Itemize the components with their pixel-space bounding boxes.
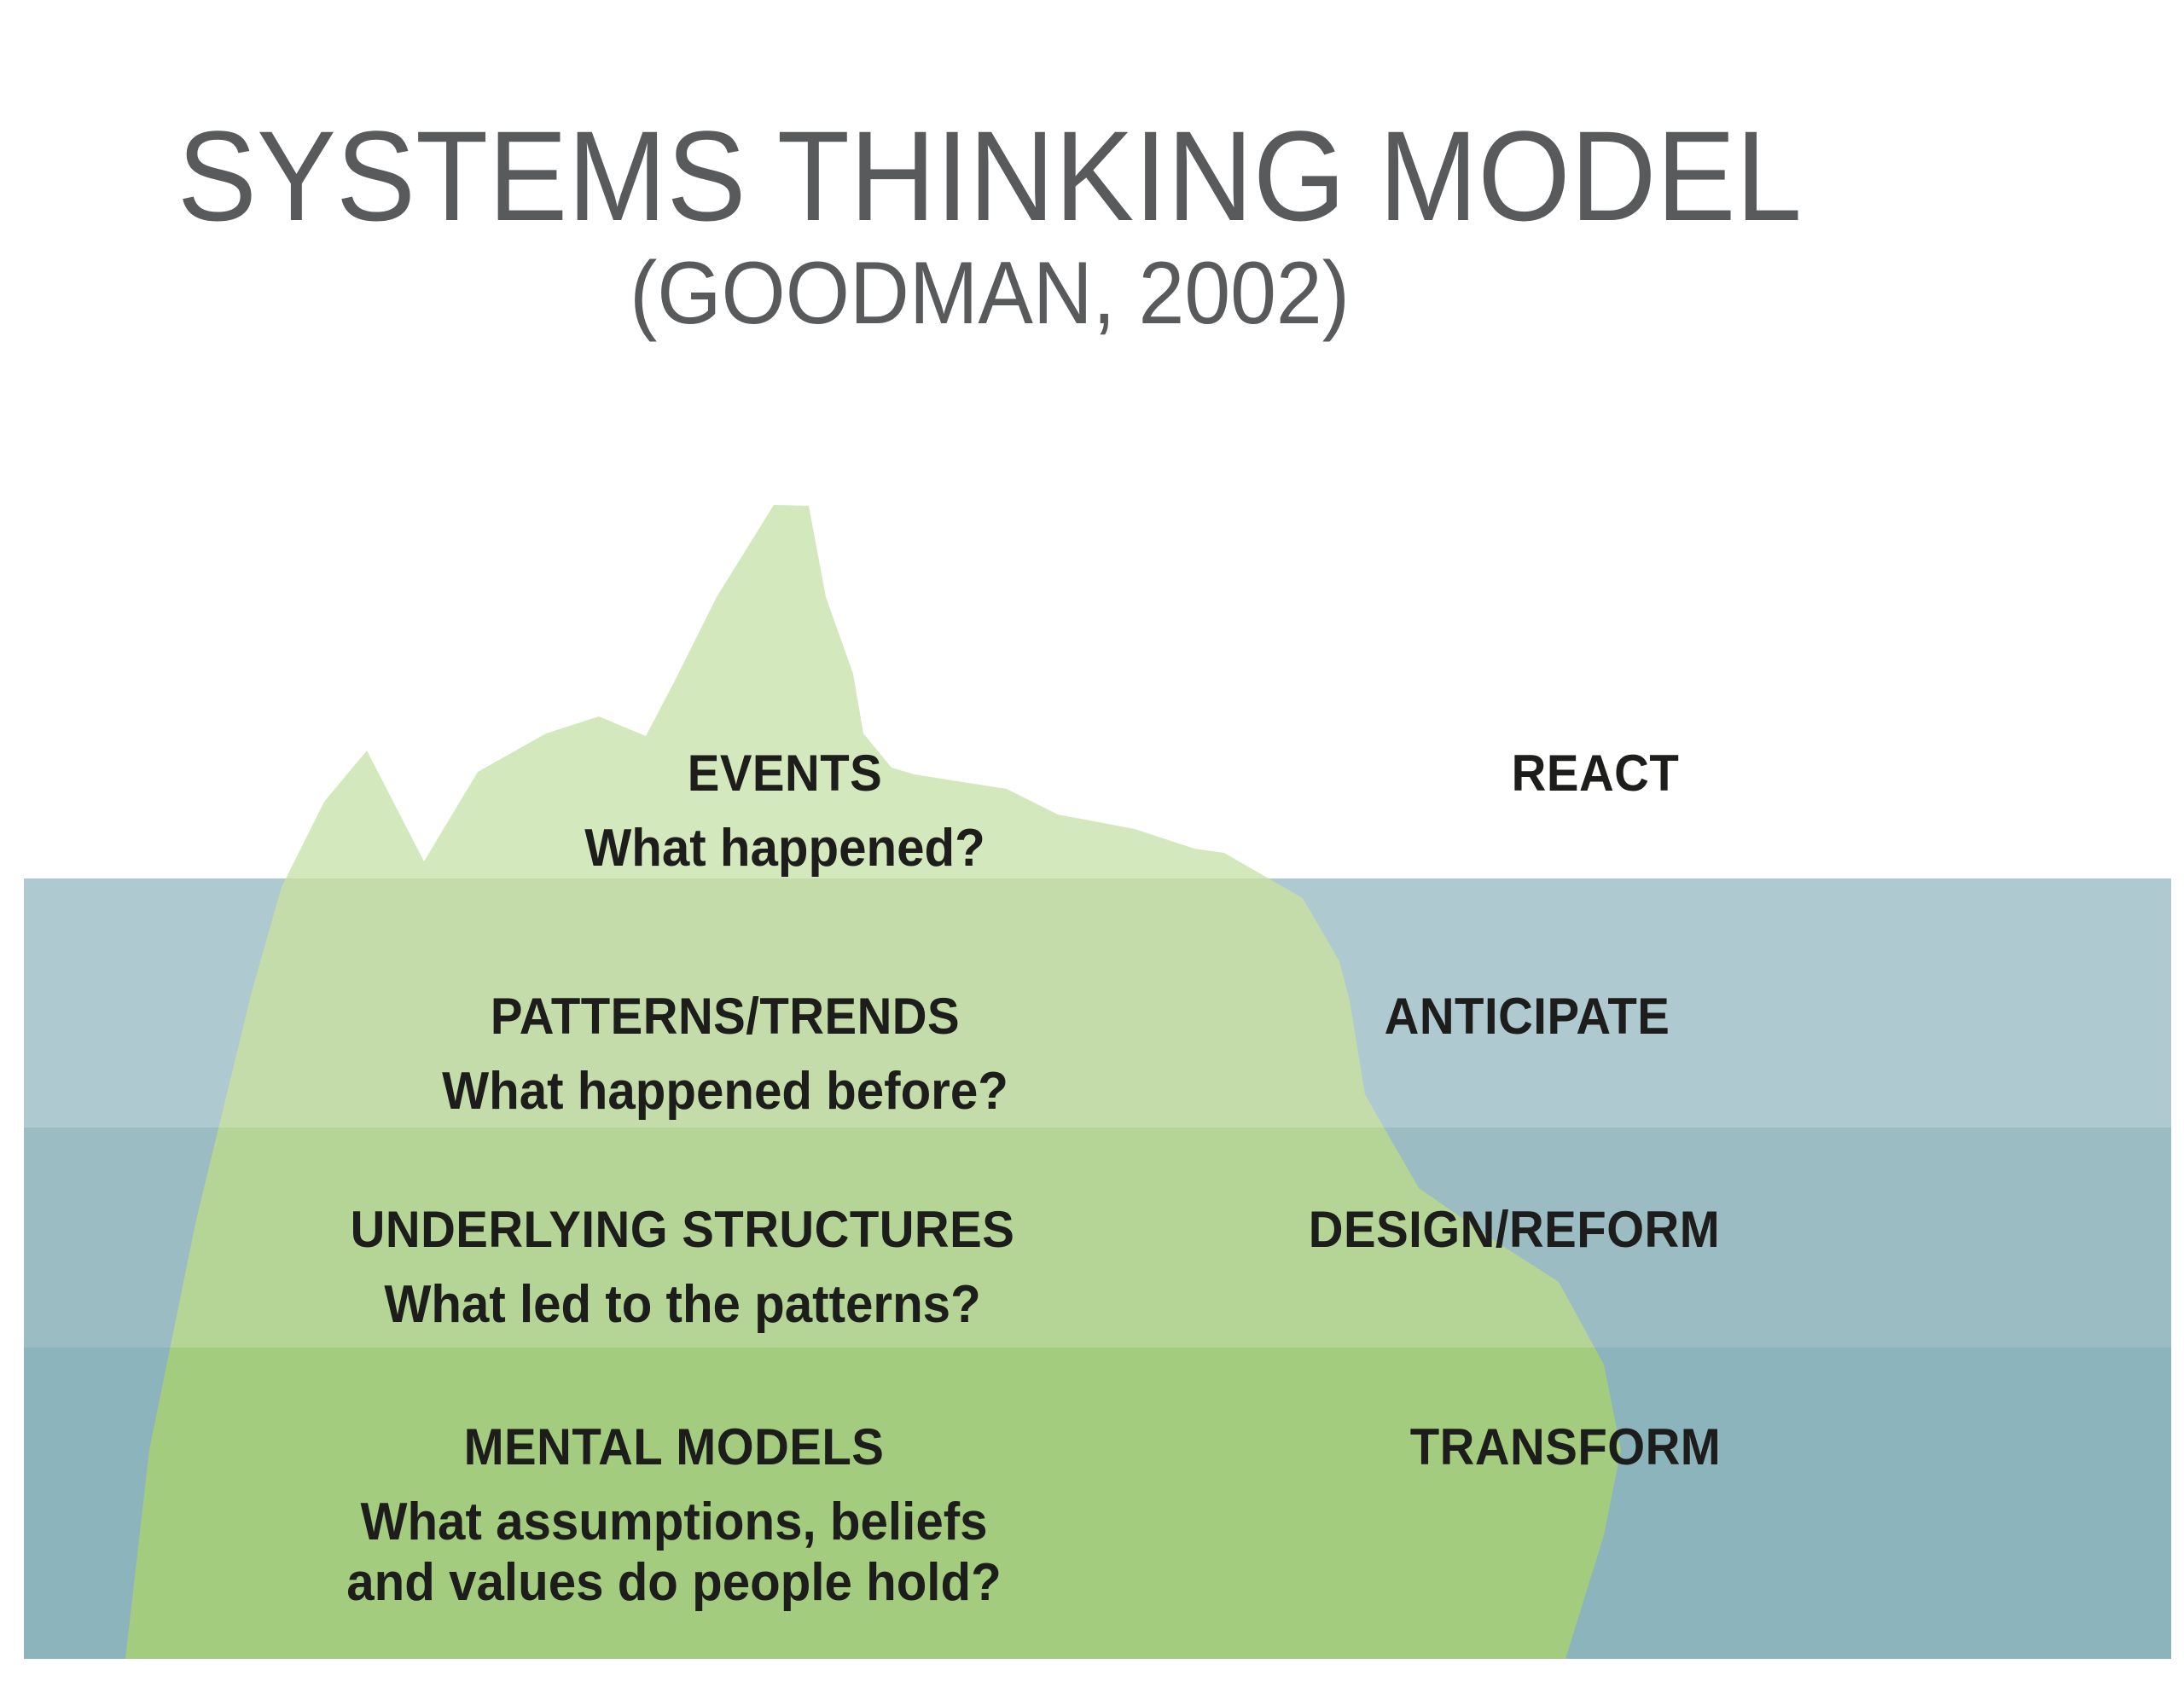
ice-band-3 [125, 1348, 1621, 1659]
ice-band-2 [125, 1128, 1621, 1348]
ice-above-water [125, 505, 1621, 878]
